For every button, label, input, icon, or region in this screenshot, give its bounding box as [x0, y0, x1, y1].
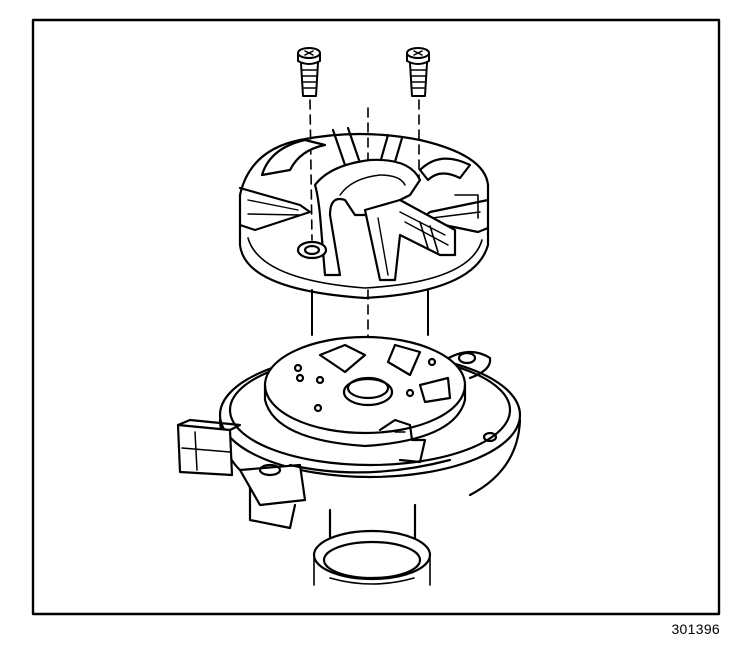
distributor-shaft	[312, 503, 432, 586]
figure-frame	[31, 18, 721, 616]
upper-shaft	[311, 289, 429, 336]
rotor-cover	[238, 126, 490, 300]
right-screw	[406, 47, 430, 97]
figure-number: 301396	[671, 621, 720, 637]
left-screw	[297, 47, 321, 97]
distributor-housing	[176, 335, 522, 530]
